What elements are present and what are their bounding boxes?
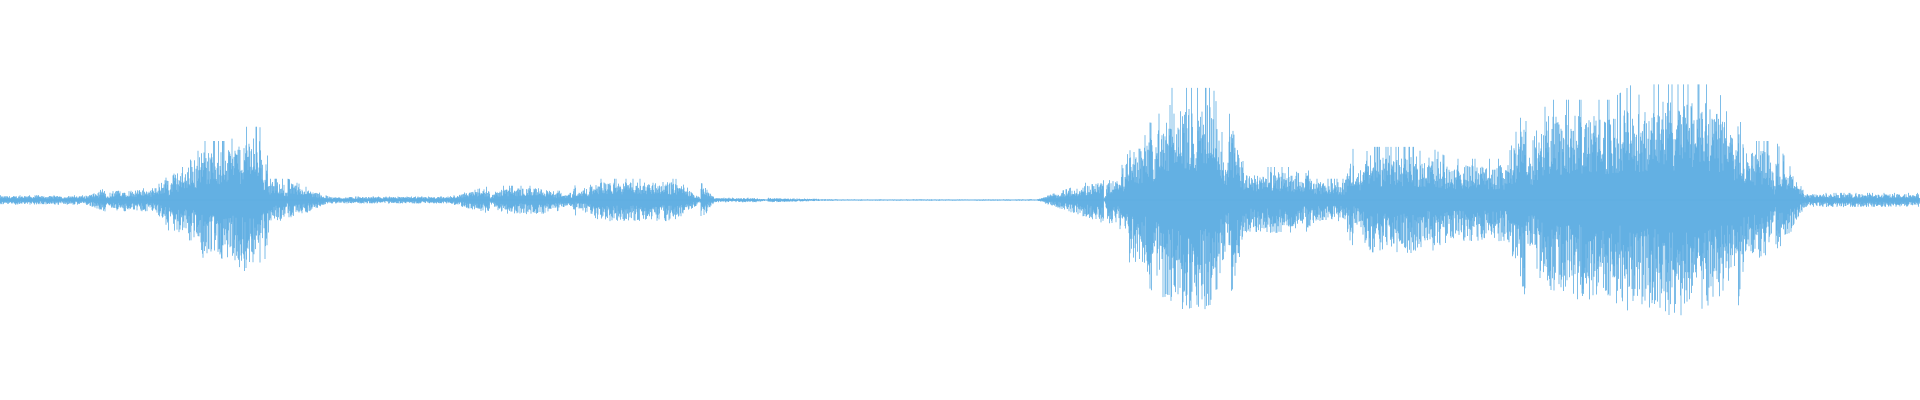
waveform-samples bbox=[0, 84, 1920, 316]
